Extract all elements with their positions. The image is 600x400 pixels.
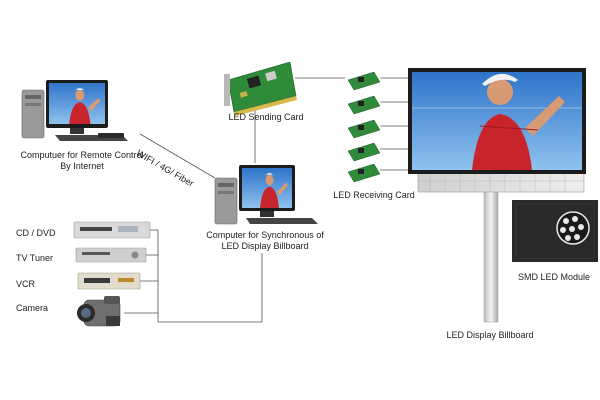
sync-computer-label-line2: LED Display Billboard: [221, 241, 309, 251]
connection-lines: [124, 77, 410, 323]
tv-tuner-icon: [75, 247, 147, 263]
source-label-vcr: VCR: [16, 279, 36, 289]
remote-computer-label-line2: By Internet: [60, 161, 104, 171]
sync-computer-label: Computer for Synchronous of LED Display …: [200, 230, 330, 252]
desktop-computer-icon: [21, 80, 128, 141]
network-link-line: [139, 133, 216, 179]
sync-computer-label-line1: Computer for Synchronous of: [206, 230, 324, 240]
billboard-icon: [408, 68, 586, 323]
receiving-card-label: LED Receiving Card: [333, 190, 415, 200]
dvd-player-icon: [73, 221, 151, 239]
smd-module-label: SMD LED Module: [517, 272, 591, 282]
remote-computer: [21, 80, 128, 141]
remote-computer-label-line1: Computuer for Remote Control: [20, 150, 144, 160]
source-label-tv-tuner: TV Tuner: [16, 253, 54, 263]
receiving-card-icon: [347, 71, 381, 91]
sync-computer: [214, 165, 318, 225]
receiving-cards: [347, 71, 381, 183]
billboard-label: LED Display Billboard: [446, 330, 534, 340]
source-label-camera: Camera: [16, 303, 49, 313]
camcorder-icon: [77, 296, 121, 327]
receiving-card-icon: [347, 119, 381, 139]
vcr-icon: [77, 272, 141, 290]
source-label-cd-dvd: CD / DVD: [16, 228, 56, 238]
pci-card-icon: [224, 61, 297, 116]
remote-computer-label: Computuer for Remote Control By Internet: [12, 150, 152, 172]
receiving-card-icon: [347, 163, 381, 183]
led-module-icon: [512, 200, 598, 262]
sending-card-label: LED Sending Card: [228, 112, 304, 122]
receiving-card-icon: [347, 142, 381, 162]
receiving-card-icon: [347, 95, 381, 115]
desktop-computer-icon: [214, 165, 318, 225]
